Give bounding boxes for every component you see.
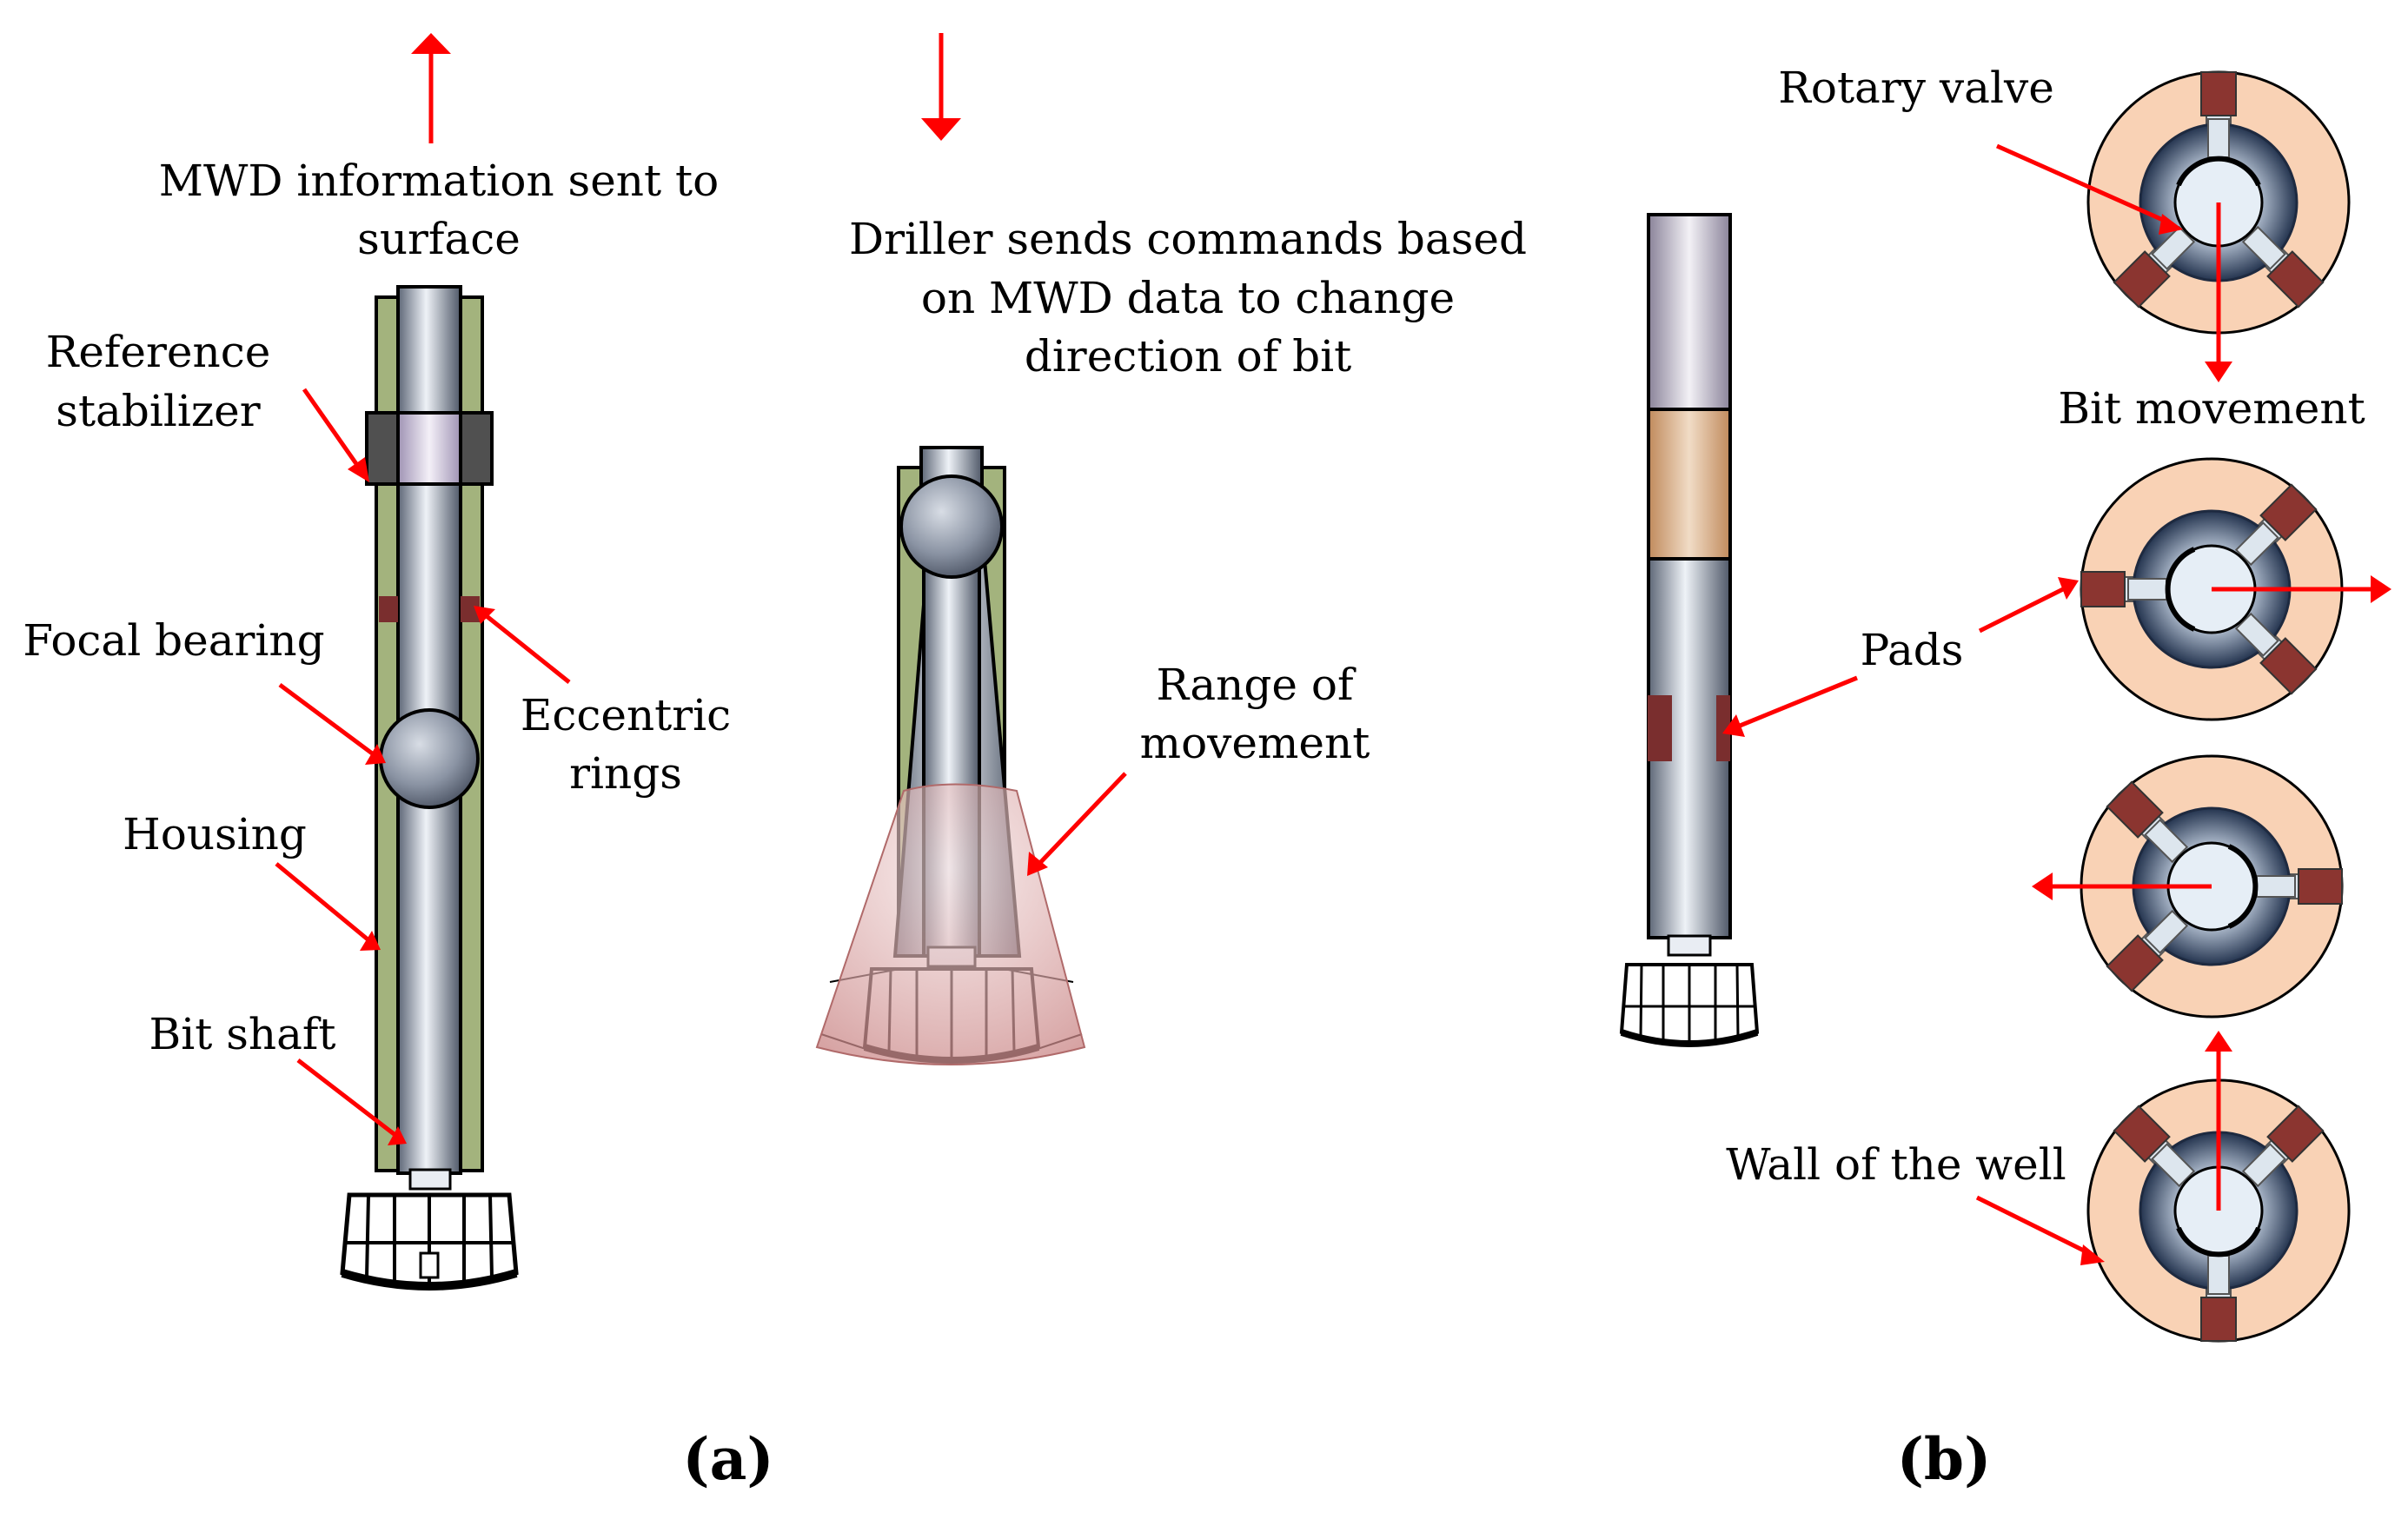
annotation-arrows [275,33,2183,1265]
pad [2080,571,2126,607]
bit-movement-arrow [2212,575,2391,603]
bit-neck [408,1168,452,1191]
bit-movement-arrow [2205,202,2232,382]
arrow-head [2205,362,2232,382]
label-driller-cmd-1: Driller sends commands based [849,214,1527,264]
deflected-bit-tool [815,446,1086,1065]
valve-arc-path [2176,1226,2261,1258]
pad-stem [2207,1255,2230,1295]
pad-stem [2256,875,2296,898]
pad-stem [2151,225,2196,270]
arrow-head [2205,1031,2232,1052]
pad-stem [2207,118,2230,158]
labels: MWD information sent to surface Driller … [23,63,2365,1493]
label-rotary-valve: Rotary valve [1778,63,2054,113]
label-mwd-info-1: MWD information sent to [159,156,719,206]
cross-sections [2032,70,2391,1343]
label-reference-stabilizer-2: stabilizer [56,386,260,436]
pad-stem-rect [2127,578,2167,601]
cross-section-2 [2080,457,2391,721]
valve-arc [2165,547,2196,632]
pad [2259,637,2318,695]
pad-stem [2144,909,2189,954]
arrow-head [2371,575,2391,603]
pad [2298,868,2343,905]
drill-bit-b [1619,963,1760,1047]
pad-stem-rect [2207,1255,2230,1295]
focal-bearing-middle [899,474,1004,579]
label-housing: Housing [123,809,307,859]
caption-b: (b) [1897,1425,1992,1493]
valve-arc-path [2165,547,2196,632]
upper-collar [1647,213,1732,411]
label-wall-of-well: Wall of the well [1726,1139,2066,1190]
pad [2200,1297,2237,1342]
valve-arc [2176,1226,2261,1258]
pad-stem [2151,1143,2196,1188]
bit-movement-arrow [2032,873,2212,900]
valve-arc-path [2176,156,2261,187]
reference-stabilizer-band-left [365,411,401,486]
cross-section-4 [2086,1031,2351,1343]
valve-arc [2227,844,2259,929]
pad-stem [2234,521,2279,567]
range-of-movement-cone [815,783,1086,1065]
pad [2259,483,2318,541]
pad [2106,934,2164,992]
pad-stem-rect [2241,225,2286,270]
label-range-of-movement-2: movement [1140,718,1370,768]
pad [2200,71,2237,116]
pad-left [1648,695,1672,761]
bit-movement-arrow [2205,1031,2232,1211]
pad-stem-rect [2241,1143,2286,1188]
pad-stem [2234,612,2279,657]
label-eccentric-rings-2: rings [569,748,682,799]
pad-stem-rect [2234,521,2279,567]
pad [2106,780,2164,839]
push-the-bit-tool [1619,213,1760,1047]
pad-stem-rect [2151,1143,2196,1188]
pad [2266,250,2325,309]
pad [2266,1105,2325,1163]
drill-bit [340,1192,519,1291]
pad-stem-rect [2256,875,2296,898]
valve-arc [2176,156,2261,187]
label-reference-stabilizer-1: Reference [46,327,271,377]
pad-stem-rect [2144,909,2189,954]
pad [2113,1105,2171,1163]
pad-stem [2144,819,2189,864]
label-driller-cmd-3: direction of bit [1025,331,1351,382]
pad-stem [2241,1143,2286,1188]
label-focal-bearing: Focal bearing [23,615,324,666]
caption-a: (a) [682,1425,773,1493]
focal-bearing [379,708,480,809]
eccentric-ring-left [379,596,398,622]
reference-stabilizer-band-right [457,411,494,486]
pad-stem-rect [2207,118,2230,158]
pad-stem-rect [2151,225,2196,270]
reference-stabilizer [396,411,462,486]
pad-right [1716,695,1730,761]
eccentric-ring-right [461,596,480,622]
pad [2113,250,2171,309]
point-the-bit-tool [340,285,519,1291]
bit-neck-b [1667,934,1712,957]
label-range-of-movement-1: Range of [1157,660,1357,710]
pad-stem-rect [2234,612,2279,657]
label-bit-shaft: Bit shaft [149,1009,336,1059]
label-bit-movement: Bit movement [2058,383,2365,434]
pad-stem [2241,225,2286,270]
arrow-head [2032,873,2053,900]
cross-section-3 [2032,754,2344,1019]
label-driller-cmd-2: on MWD data to change [921,273,1455,323]
pad-stem [2127,578,2167,601]
valve-arc-path [2227,844,2259,929]
label-eccentric-rings-1: Eccentric [521,690,731,740]
control-unit [1647,408,1732,561]
cross-section-1 [2086,70,2351,382]
label-pads: Pads [1861,625,1964,675]
pad-stem-rect [2144,819,2189,864]
label-mwd-info-2: surface [357,214,521,264]
